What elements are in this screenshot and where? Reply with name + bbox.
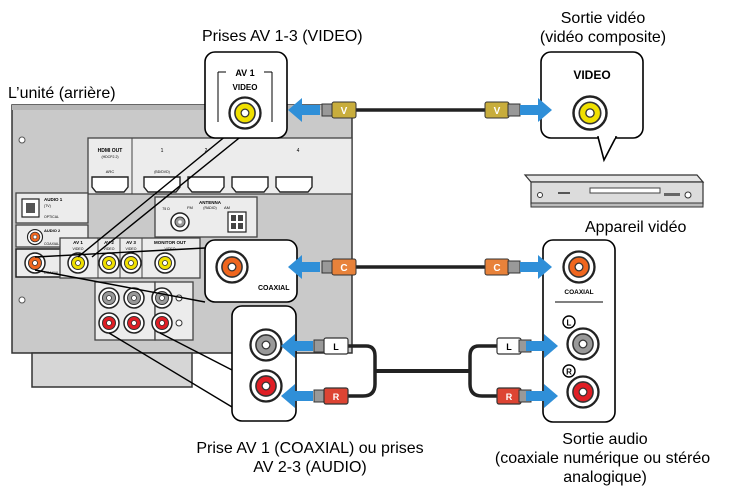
panel-antenna-sub: (RADIO)	[203, 206, 216, 210]
device-left-jack	[566, 327, 600, 361]
panel-audio2: AUDIO 2	[44, 228, 61, 233]
hdmi-in-port-3	[231, 176, 269, 193]
device-video-label: VIDEO	[573, 68, 610, 82]
panel-hdmi-in-1: 1	[161, 148, 164, 154]
label-video-output-line2: (vidéo composite)	[539, 29, 667, 46]
device-coaxial-label: COAXIAL	[564, 289, 593, 296]
label-bottom-jacks-line2: AV 2-3 (AUDIO)	[253, 459, 367, 476]
av3-video-jack	[120, 252, 142, 274]
am-antenna-terminal	[227, 211, 247, 233]
label-audio-output-line3: analogique)	[563, 469, 647, 486]
callout-coaxial: COAXIAL	[204, 239, 298, 303]
panel-monitor-out: MONITOR OUT	[154, 240, 186, 245]
device-video-jack	[572, 95, 608, 131]
audio-cable-left-plug-a-label: L	[333, 342, 339, 352]
unit-foot	[31, 352, 193, 388]
panel-hdmi-in-2: 2	[205, 148, 208, 154]
panel-hdmi-bd: (BD/DVD)	[154, 170, 170, 174]
panel-hdmi-out-sub: (HDCP2.2)	[101, 155, 118, 159]
device-right-jack	[566, 375, 600, 409]
av2-audio-left-jack	[98, 287, 120, 309]
callout-right-jack	[249, 369, 283, 403]
panel-av2-video: VIDEO	[104, 247, 115, 251]
panel-am: AM	[224, 205, 230, 210]
panel-antenna: ANTENNA	[199, 200, 222, 205]
coaxial-cable: C C	[321, 258, 521, 276]
stereo-audio-cable: L R L R	[313, 337, 532, 405]
device-left-label: L	[567, 319, 572, 328]
callout-coaxial-label: COAXIAL	[258, 285, 290, 292]
panel-audio1-sub: (TV)	[44, 204, 51, 208]
callout-video-jack	[228, 96, 262, 130]
panel-av3: AV 3	[126, 240, 136, 245]
av2-video-jack	[98, 252, 120, 274]
callout-left-jack	[249, 328, 283, 362]
label-jacks-av13-video: Prises AV 1-3 (VIDEO)	[202, 28, 363, 45]
av2-audio-right-jack	[98, 312, 120, 334]
hdmi-out-port	[91, 176, 129, 193]
panel-fm: FM	[187, 205, 193, 210]
panel-monitor-video: VIDEO	[165, 247, 176, 251]
callout-video-label: VIDEO	[233, 83, 258, 92]
callout-coaxial-jack	[215, 250, 249, 284]
av3-audio-right-jack	[123, 312, 145, 334]
panel-hdmi-in-4: 4	[297, 148, 300, 154]
panel-fm-ohm: 75 Ω	[162, 207, 170, 211]
label-audio-output-line1: Sortie audio	[562, 431, 648, 448]
audio2-coaxial-jack	[26, 228, 44, 246]
callout-leader-lines	[34, 125, 255, 408]
audio-cable-right-plug-a-label: R	[333, 392, 340, 402]
panel-audio1: AUDIO 1	[44, 197, 63, 202]
av3-audio-left-jack	[123, 287, 145, 309]
label-video-device: Appareil vidéo	[585, 219, 687, 236]
callout-av1-video: AV 1 VIDEO	[204, 51, 288, 139]
device-audio-panel: COAXIAL L R	[542, 239, 616, 423]
panel-audio2-coaxial: COAXIAL	[44, 242, 59, 246]
hdmi-in-port-4	[275, 176, 313, 193]
monitor-out-video-jack	[154, 252, 176, 274]
panel-av1-video: VIDEO	[73, 247, 84, 251]
device-coaxial-jack	[562, 250, 596, 284]
av1-video-jack	[67, 252, 89, 274]
label-audio-output-line2: (coaxiale numérique ou stéréo	[494, 450, 711, 467]
audio-cable-right-plug-b-label: R	[506, 392, 513, 402]
audio-cable-left-plug-b-label: L	[506, 342, 512, 352]
device-video-output-callout: VIDEO	[540, 51, 644, 163]
panel-av3-video: VIDEO	[126, 247, 137, 251]
video-cable-plug-right-label: V	[494, 106, 501, 117]
label-video-output-line1: Sortie vidéo	[560, 10, 646, 27]
panel-av1: AV 1	[73, 240, 83, 245]
device-right-label: R	[566, 368, 572, 377]
video-cable: V V	[321, 101, 521, 119]
panel-hdmi-arc: ARC	[106, 169, 115, 174]
panel-hdmi-out: HDMI OUT	[98, 148, 123, 154]
callout-av1-label: AV 1	[235, 68, 254, 78]
label-unit-rear: L’unité (arrière)	[8, 85, 116, 102]
label-bottom-jacks-line1: Prise AV 1 (COAXIAL) ou prises	[196, 440, 424, 457]
coax-cable-plug-right-label: C	[493, 263, 500, 274]
coax-cable-plug-left-label: C	[340, 263, 347, 274]
panel-optical: OPTICAL	[44, 215, 59, 219]
hdmi-in-port-2	[187, 176, 225, 193]
video-cable-plug-left-label: V	[341, 106, 348, 117]
audio-extra-left-jack	[151, 287, 173, 309]
audio-extra-right-jack	[151, 312, 173, 334]
video-player-device	[523, 174, 705, 208]
callout-analog-audio	[231, 305, 297, 422]
